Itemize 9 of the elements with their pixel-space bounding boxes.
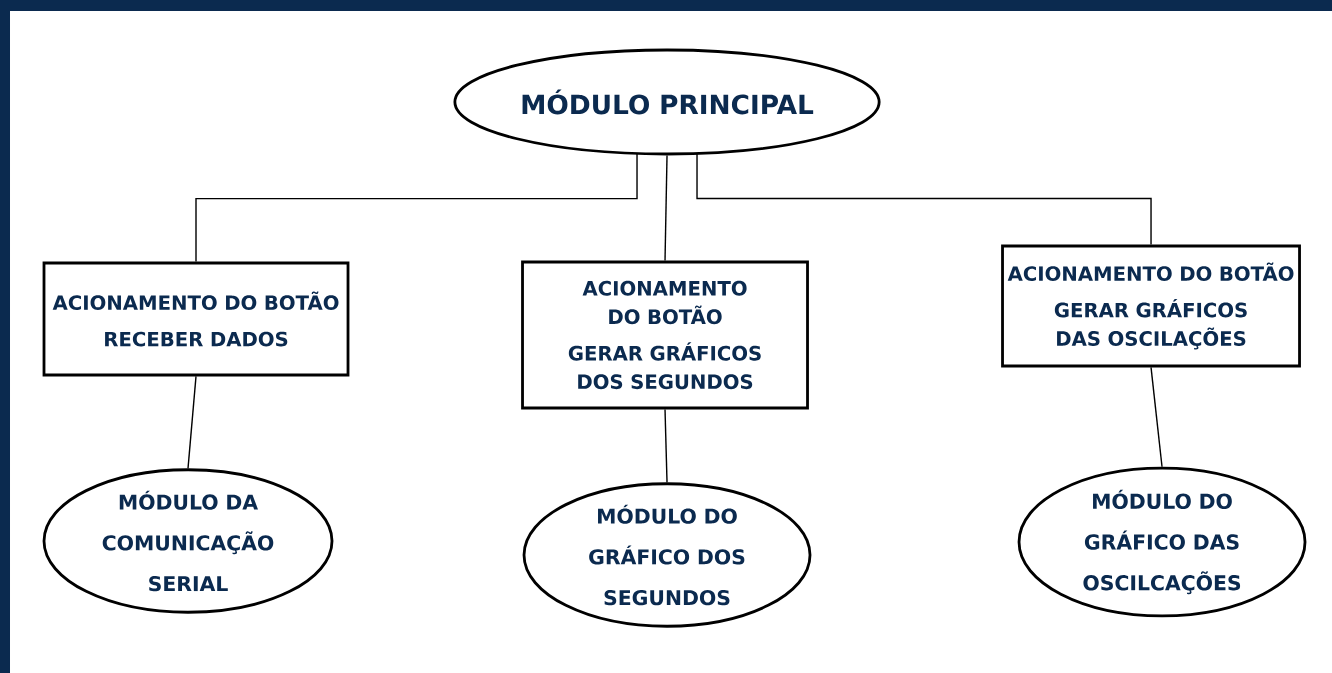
- connector-line: [664, 154, 668, 262]
- connector-line: [664, 408, 668, 484]
- process-box: ACIONAMENTO DO BOTÃO GERAR GRÁFICOS DOS SEGUNDOS: [521, 260, 809, 410]
- process-box: ACIONAMENTO DO BOTÃO GERAR GRÁFICOS DAS OSCILAÇÕES: [1001, 244, 1301, 368]
- process-box: ACIONAMENTO DO BOTÃO RECEBER DADOS: [42, 261, 350, 377]
- connector-line: [696, 152, 1152, 246]
- connector-line: [187, 375, 197, 470]
- connector-line: [1150, 366, 1163, 468]
- connector-line: [195, 152, 638, 263]
